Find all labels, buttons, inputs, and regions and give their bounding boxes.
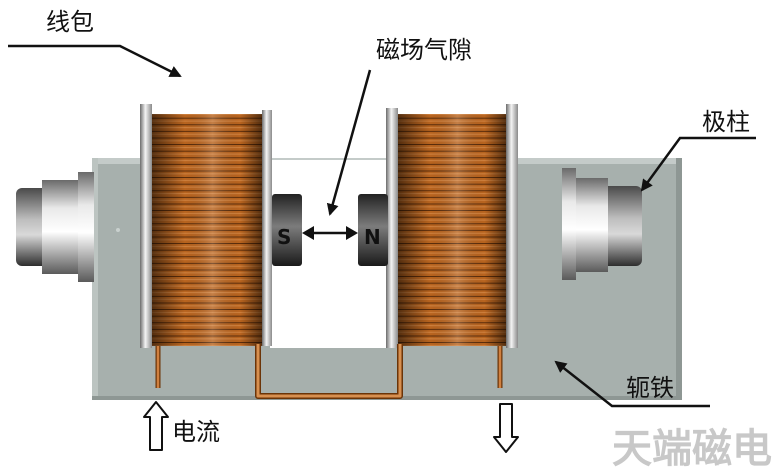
current-in-arrow bbox=[143, 401, 169, 451]
connecting-wire bbox=[155, 344, 503, 399]
left-pole-column bbox=[16, 172, 94, 282]
yoke-label: 轭铁 bbox=[626, 374, 674, 402]
pole-column-label: 极柱 bbox=[702, 108, 750, 136]
callout-lines bbox=[8, 44, 756, 408]
watermark: 天端磁电 bbox=[612, 426, 772, 470]
coil-label: 线包 bbox=[46, 8, 94, 36]
south-pole-label: S bbox=[277, 225, 291, 249]
air-gap-label: 磁场气隙 bbox=[376, 36, 472, 64]
current-out-arrow bbox=[493, 403, 519, 453]
left-coil bbox=[140, 104, 272, 348]
current-label: 电流 bbox=[172, 418, 220, 446]
air-gap-arrow bbox=[302, 226, 358, 240]
north-pole-label: N bbox=[364, 225, 381, 249]
right-pole-column bbox=[562, 168, 642, 280]
south-magnet: S bbox=[272, 194, 302, 266]
north-magnet: N bbox=[358, 194, 388, 266]
right-coil bbox=[386, 104, 518, 348]
